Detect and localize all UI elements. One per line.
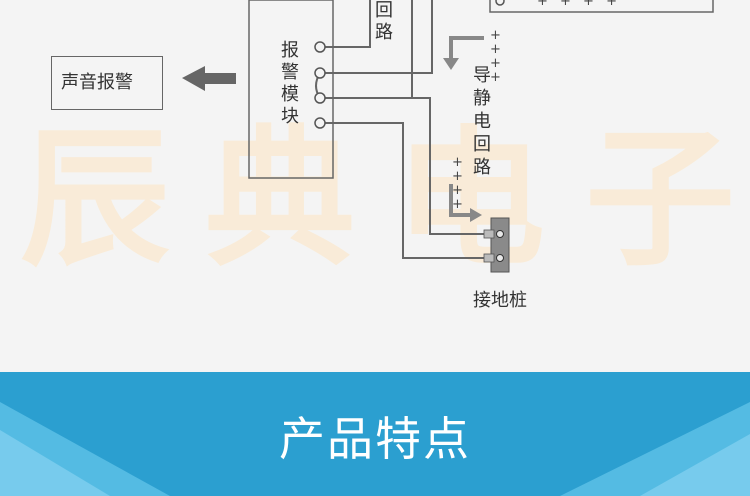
alarm-module-char: 警 [281,62,299,83]
plus-row: + + [490,56,507,85]
static-loop-char: 电 [473,111,491,132]
plus-row: + + [452,155,469,184]
plus-row: + + [490,28,507,57]
sound-alarm-box [51,56,163,110]
arrow-static-down-head [443,58,459,70]
plus-row: + + [452,183,469,212]
alarm-module-box [248,0,334,179]
arrow-static-down-shaft [449,36,484,62]
plus-marks-right-upper: + + + + [490,29,516,85]
static-loop-char: 回 [473,134,491,155]
wire-static-3 [320,122,500,259]
top-loop-label: 回 路 [373,0,395,44]
wiring-lines [182,0,714,273]
arrow-to-ground-shaft [449,184,472,217]
section-title: 产品特点 [279,412,471,466]
arrow-left-to-alarm [182,66,236,91]
sound-alarm-label: 声音报警 [61,72,133,93]
ground-label: 接地桩 [473,290,527,311]
arrow-to-ground-head [470,208,482,222]
ground-clip-1 [483,229,495,239]
wiring-diagram: 辰 典 电 子 [20,0,735,311]
top-equipment-box [489,0,714,13]
top-loop-char: 回 [375,0,393,21]
top-loop-char: 路 [375,22,393,43]
terminal-2 [314,67,326,79]
wire-top-loop-2 [320,0,433,74]
plus-marks-right-lower: + + + + [452,156,478,212]
alarm-module-label: 报 警 模 块 [279,40,301,128]
wire-static-2 [320,97,500,235]
section-banner: 产品特点 [0,372,750,496]
ground-clip-2 [483,253,495,263]
terminal-1 [314,41,326,53]
terminal-4 [314,117,326,129]
ground-post [490,217,510,273]
ground-terminal-1 [496,230,504,238]
static-loop-char: 静 [473,88,491,109]
alarm-module-char: 报 [281,40,299,61]
static-loop-char: 路 [473,157,491,178]
static-loop-char: 导 [473,65,491,86]
terminal-3 [314,92,326,104]
equipment-terminal [495,0,505,6]
wire-static-1 [320,0,413,99]
ground-terminal-2 [496,254,504,262]
alarm-module-char: 块 [281,106,299,127]
alarm-module-char: 模 [281,84,299,105]
wire-top-loop-1 [320,0,371,48]
static-loop-label: 导 静 电 回 路 [471,64,493,179]
plus-marks-top: + + + + [537,0,621,9]
banner-decoration [0,402,750,496]
